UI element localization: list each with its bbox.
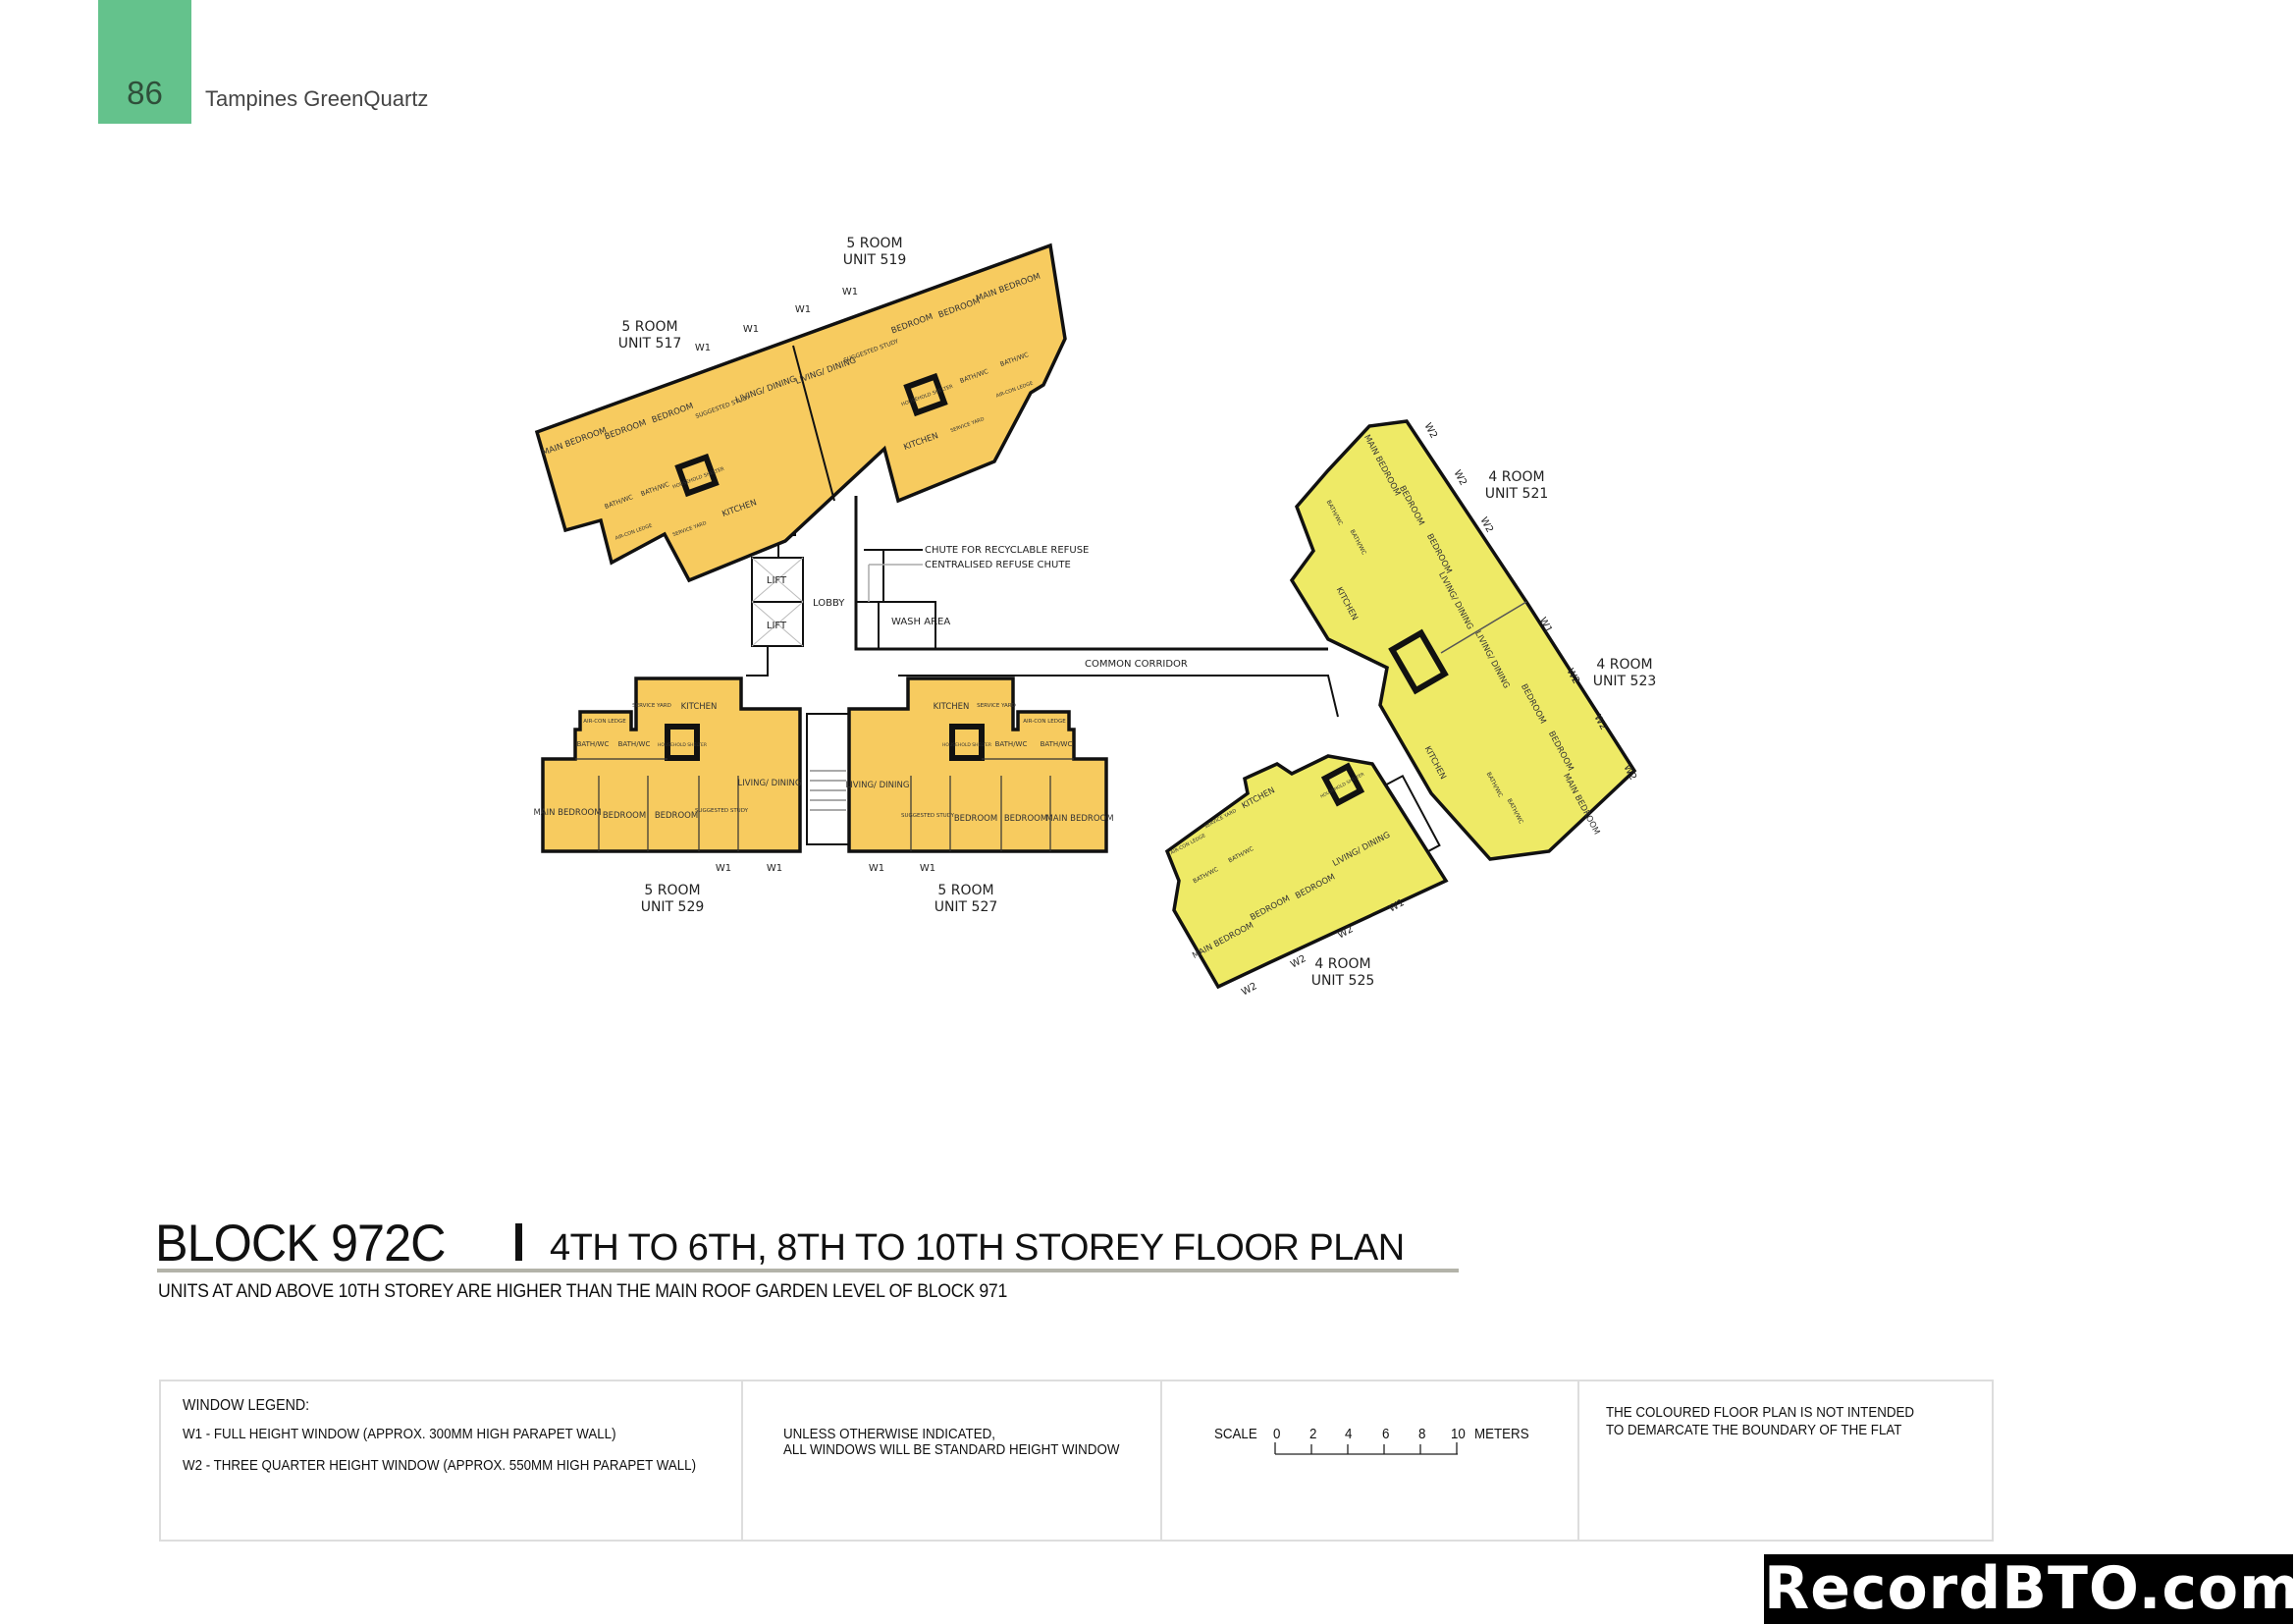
block-title: BLOCK 972C bbox=[155, 1215, 447, 1272]
window-label-w2: W2 bbox=[1452, 468, 1468, 488]
room-label: LIVING/ DINING bbox=[846, 781, 910, 790]
unit-number-label: UNIT 523 bbox=[1593, 674, 1657, 689]
common-corridor-label: COMMON CORRIDOR bbox=[1085, 659, 1188, 670]
room-label: SUGGESTED STUDY bbox=[901, 813, 955, 819]
standard-window-note-1: UNLESS OTHERWISE INDICATED, bbox=[783, 1427, 995, 1442]
room-label: BATH/WC bbox=[1041, 740, 1073, 748]
unit-number-label: UNIT 527 bbox=[934, 899, 998, 915]
watermark-logo: RecordBTO.com bbox=[1764, 1554, 2296, 1624]
scale-tick: 6 bbox=[1382, 1427, 1390, 1442]
unit-517-519-block: MAIN BEDROOM BEDROOM BEDROOM SUGGESTED S… bbox=[534, 236, 1067, 583]
room-label: MAIN BEDROOM bbox=[533, 808, 601, 818]
window-label-w2: W2 bbox=[1289, 953, 1308, 970]
wash-area-label: WASH AREA bbox=[891, 617, 950, 627]
scale-tick: 0 bbox=[1273, 1427, 1281, 1442]
unit-number-label: UNIT 517 bbox=[618, 336, 682, 352]
scale-label: SCALE bbox=[1214, 1427, 1257, 1442]
room-label: LIVING/ DINING bbox=[738, 779, 802, 788]
window-label-w1: W1 bbox=[842, 287, 858, 298]
title-underline bbox=[157, 1269, 1459, 1272]
window-label-w1: W1 bbox=[716, 863, 731, 874]
room-label: MAIN BEDROOM bbox=[1045, 814, 1113, 824]
scale-tick: 2 bbox=[1309, 1427, 1317, 1442]
unit-type-label: 5 ROOM bbox=[937, 883, 993, 898]
window-label-w1: W1 bbox=[767, 863, 782, 874]
room-label: SERVICE YARD bbox=[632, 703, 671, 709]
room-label: SUGGESTED STUDY bbox=[695, 808, 749, 814]
scale-tick: 10 bbox=[1451, 1427, 1466, 1442]
lift-label: LIFT bbox=[767, 621, 787, 631]
room-label: BEDROOM bbox=[954, 814, 997, 824]
scale-unit: METERS bbox=[1474, 1427, 1529, 1442]
document-title: Tampines GreenQuartz bbox=[205, 86, 429, 111]
unit-type-label: 4 ROOM bbox=[1314, 956, 1370, 972]
legend-divider bbox=[1160, 1381, 1162, 1540]
room-label: KITCHEN bbox=[681, 702, 718, 712]
room-label: SERVICE YARD bbox=[977, 703, 1016, 709]
unit-number-label: UNIT 519 bbox=[843, 252, 907, 268]
room-label: BEDROOM bbox=[603, 811, 646, 821]
unit-521-523-block: MAIN BEDROOM BEDROOM BEDROOM LIVING/ DIN… bbox=[1289, 419, 1657, 861]
window-legend-w1: W1 - FULL HEIGHT WINDOW (APPROX. 300MM H… bbox=[183, 1427, 616, 1442]
window-label-w1: W1 bbox=[795, 304, 811, 315]
window-label-w1: W1 bbox=[920, 863, 935, 874]
window-legend-w2: W2 - THREE QUARTER HEIGHT WINDOW (APPROX… bbox=[183, 1458, 697, 1474]
room-label: BEDROOM bbox=[1004, 814, 1047, 824]
window-legend-heading: WINDOW LEGEND: bbox=[183, 1397, 310, 1414]
unit-type-label: 5 ROOM bbox=[621, 319, 677, 335]
lobby-label: LOBBY bbox=[813, 598, 845, 609]
page-number-tab bbox=[98, 0, 191, 124]
room-label: KITCHEN bbox=[934, 702, 970, 712]
floor-plan: LIFT LIFT LOBBY WASH AREA COMMON CORRIDO… bbox=[533, 236, 1657, 998]
page-number: 86 bbox=[127, 75, 163, 111]
legend-divider bbox=[1577, 1381, 1579, 1540]
room-label: BATH/WC bbox=[618, 740, 651, 748]
disclaimer-2: TO DEMARCATE THE BOUNDARY OF THE FLAT bbox=[1606, 1423, 1902, 1438]
storey-title: 4TH TO 6TH, 8TH TO 10TH STOREY FLOOR PLA… bbox=[550, 1227, 1405, 1269]
unit-525: KITCHEN SERVICE YARD AIR-CON LEDGE BATH/… bbox=[1164, 754, 1449, 998]
unit-type-label: 4 ROOM bbox=[1488, 469, 1544, 485]
staircase bbox=[806, 713, 850, 845]
roof-garden-note: UNITS AT AND ABOVE 10TH STOREY ARE HIGHE… bbox=[158, 1281, 1007, 1302]
lift-label: LIFT bbox=[767, 575, 787, 586]
unit-number-label: UNIT 525 bbox=[1311, 973, 1375, 989]
unit-type-label: 5 ROOM bbox=[644, 883, 700, 898]
recyclable-chute-label: CHUTE FOR RECYCLABLE REFUSE bbox=[925, 545, 1089, 556]
room-label: AIR-CON LEDGE bbox=[1023, 719, 1066, 725]
unit-529: KITCHEN SERVICE YARD AIR-CON LEDGE BATH/… bbox=[533, 677, 802, 915]
legend-divider bbox=[741, 1381, 743, 1540]
scale-tick: 4 bbox=[1345, 1427, 1353, 1442]
unit-527: KITCHEN SERVICE YARD AIR-CON LEDGE HOUSE… bbox=[846, 677, 1114, 915]
room-label: HOUSEHOLD SHELTER bbox=[942, 742, 991, 748]
room-label: HOUSEHOLD SHELTER bbox=[658, 742, 707, 748]
standard-window-note-2: ALL WINDOWS WILL BE STANDARD HEIGHT WIND… bbox=[783, 1442, 1120, 1458]
window-label-w1: W1 bbox=[695, 343, 711, 353]
lift-shaft bbox=[751, 601, 804, 647]
unit-number-label: UNIT 529 bbox=[641, 899, 705, 915]
refuse-chute-label: CENTRALISED REFUSE CHUTE bbox=[925, 560, 1071, 570]
window-label-w1: W1 bbox=[743, 324, 759, 335]
disclaimer-1: THE COLOURED FLOOR PLAN IS NOT INTENDED bbox=[1606, 1405, 1915, 1421]
window-label-w2: W2 bbox=[1422, 421, 1439, 441]
window-label-w1: W1 bbox=[869, 863, 884, 874]
unit-number-label: UNIT 521 bbox=[1485, 486, 1549, 502]
common-area: LIFT LIFT LOBBY WASH AREA COMMON CORRIDO… bbox=[746, 496, 1441, 866]
room-label: BATH/WC bbox=[995, 740, 1028, 748]
scale-tick: 8 bbox=[1418, 1427, 1426, 1442]
unit-type-label: 4 ROOM bbox=[1596, 657, 1652, 673]
room-label: AIR-CON LEDGE bbox=[583, 719, 626, 725]
scale-ruler bbox=[1274, 1442, 1458, 1455]
window-label-w2: W2 bbox=[1240, 981, 1259, 998]
legend-box: WINDOW LEGEND: W1 - FULL HEIGHT WINDOW (… bbox=[159, 1380, 1994, 1542]
title-separator bbox=[515, 1223, 522, 1261]
room-label: BATH/WC bbox=[577, 740, 610, 748]
room-label: BEDROOM bbox=[655, 811, 698, 821]
unit-type-label: 5 ROOM bbox=[846, 236, 902, 251]
